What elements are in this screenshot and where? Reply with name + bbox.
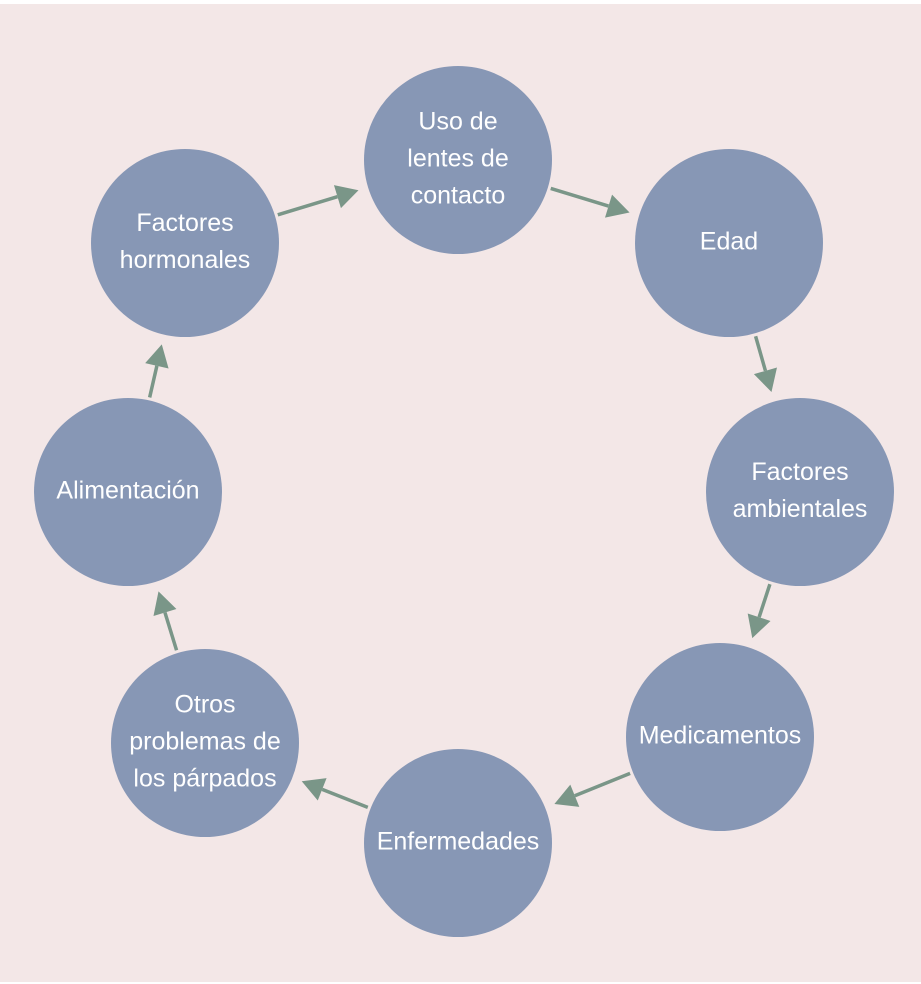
node-label-line: contacto bbox=[411, 182, 506, 210]
arrow-shaft bbox=[163, 611, 179, 651]
node-medicamentos: Medicamentos bbox=[626, 643, 814, 831]
node-label-line: Factores bbox=[751, 458, 848, 486]
arrow-shaft bbox=[753, 335, 768, 372]
arrow-shaft bbox=[321, 787, 369, 809]
node-label-line: Otros bbox=[174, 691, 235, 719]
node-label-line: Uso de bbox=[418, 108, 497, 136]
node-circle bbox=[706, 398, 894, 586]
node-otros-problemas: Otros problemas de los párpados bbox=[111, 649, 299, 837]
arrow-shaft bbox=[550, 186, 610, 208]
node-alimentacion: Alimentación bbox=[34, 398, 222, 586]
node-factores-hormonales: Factores hormonales bbox=[91, 149, 279, 337]
node-enfermedades: Enfermedades bbox=[364, 749, 552, 937]
node-factores-ambientales: Factores ambientales bbox=[706, 398, 894, 586]
node-label-line: Medicamentos bbox=[639, 722, 802, 750]
arrow-head-icon bbox=[605, 194, 630, 218]
arrow-medicamentos-to-enfermedades bbox=[554, 771, 631, 807]
arrow-shaft bbox=[574, 771, 631, 798]
arrow-shaft bbox=[757, 583, 772, 618]
arrow-head-icon bbox=[153, 591, 177, 616]
arrow-head-icon bbox=[747, 613, 771, 639]
arrow-shaft bbox=[147, 365, 159, 398]
arrow-head-icon bbox=[333, 185, 359, 209]
node-label-line: ambientales bbox=[733, 495, 868, 523]
node-edad: Edad bbox=[635, 149, 823, 337]
arrow-factores-ambientales-to-medicamentos bbox=[747, 583, 772, 639]
arrow-otros-problemas-to-alimentacion bbox=[153, 591, 179, 651]
node-circle bbox=[635, 149, 823, 337]
arrow-factores-hormonales-to-uso-lentes bbox=[277, 185, 359, 217]
node-circle bbox=[91, 149, 279, 337]
node-label-line: lentes de bbox=[407, 145, 508, 173]
arrow-head-icon bbox=[554, 784, 580, 807]
node-label-line: problemas de bbox=[129, 728, 280, 756]
node-circle bbox=[364, 66, 552, 254]
arrow-head-icon bbox=[753, 367, 777, 392]
node-circle bbox=[34, 398, 222, 586]
node-uso-lentes: Uso de lentes de contacto bbox=[364, 66, 552, 254]
node-label-line: Edad bbox=[700, 228, 758, 256]
arrow-shaft bbox=[277, 194, 338, 217]
node-label-line: los párpados bbox=[133, 765, 276, 793]
node-circle bbox=[111, 649, 299, 837]
node-circle bbox=[626, 643, 814, 831]
arrow-edad-to-factores-ambientales bbox=[753, 335, 777, 392]
node-label-line: Alimentación bbox=[56, 477, 199, 505]
arrow-enfermedades-to-otros-problemas bbox=[301, 778, 369, 809]
arrow-uso-lentes-to-edad bbox=[550, 186, 630, 218]
arrow-head-icon bbox=[301, 778, 327, 801]
edges-layer bbox=[145, 185, 777, 809]
arrow-head-icon bbox=[145, 344, 169, 369]
node-circle bbox=[364, 749, 552, 937]
arrow-alimentacion-to-factores-hormonales bbox=[145, 344, 169, 398]
node-label-line: Factores bbox=[136, 209, 233, 237]
node-label-line: Enfermedades bbox=[377, 828, 540, 856]
node-label-line: hormonales bbox=[120, 246, 251, 274]
